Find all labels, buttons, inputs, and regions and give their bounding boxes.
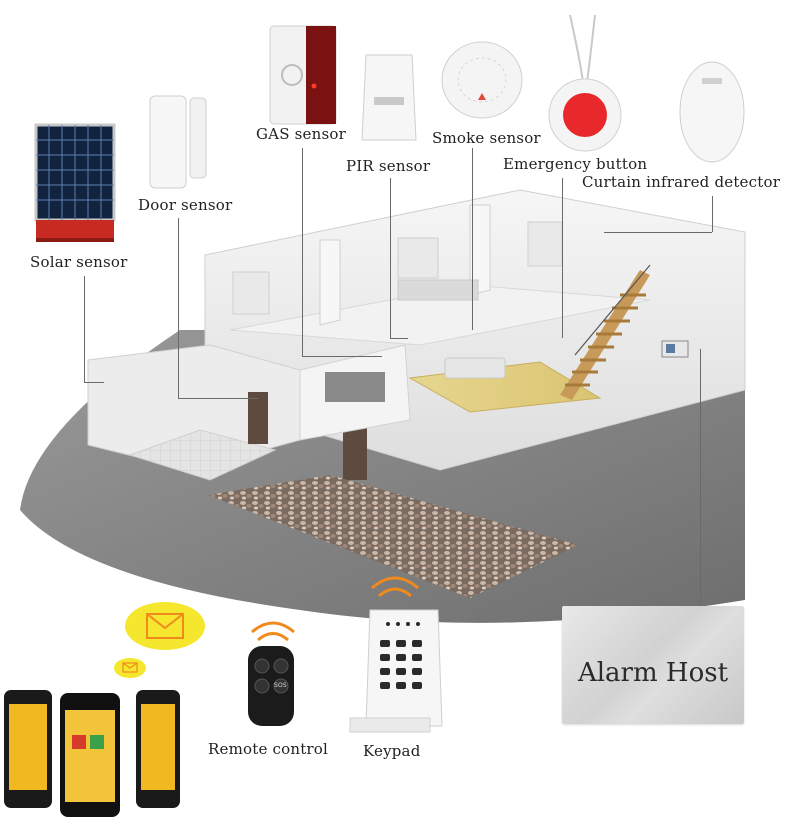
leader-pir [390,178,391,338]
label-pir-sensor: PIR sensor [346,157,431,175]
label-keypad: Keypad [363,742,421,760]
gravel-path [208,475,578,598]
label-curtain-detector: Curtain infrared detector [582,173,781,191]
label-gas-sensor: GAS sensor [256,125,346,143]
alarm-host-panel: Alarm Host [562,606,744,724]
leader-host [700,349,701,606]
label-solar-sensor: Solar sensor [30,253,128,271]
leader-curtain [712,196,713,232]
label-smoke-sensor: Smoke sensor [432,129,541,147]
leader-emergency [562,178,563,338]
leader-smoke [472,148,473,330]
left-door [248,392,268,444]
label-remote-control: Remote control [208,740,329,758]
leader-door-h [178,398,258,399]
leader-door [178,218,179,398]
label-alarm-host: Alarm Host [577,658,729,688]
staircase [560,264,651,400]
label-emergency-button: Emergency button [503,155,648,173]
remote-sos-label: SOS [274,682,287,689]
leader-solar [84,276,85,382]
front-door [343,424,367,480]
leader-pir-h [390,338,408,339]
leader-solar-h [84,382,104,383]
leader-gas-h [302,356,382,357]
leader-gas [302,148,303,356]
label-door-sensor: Door sensor [138,196,233,214]
leader-curtain-h [604,232,712,233]
